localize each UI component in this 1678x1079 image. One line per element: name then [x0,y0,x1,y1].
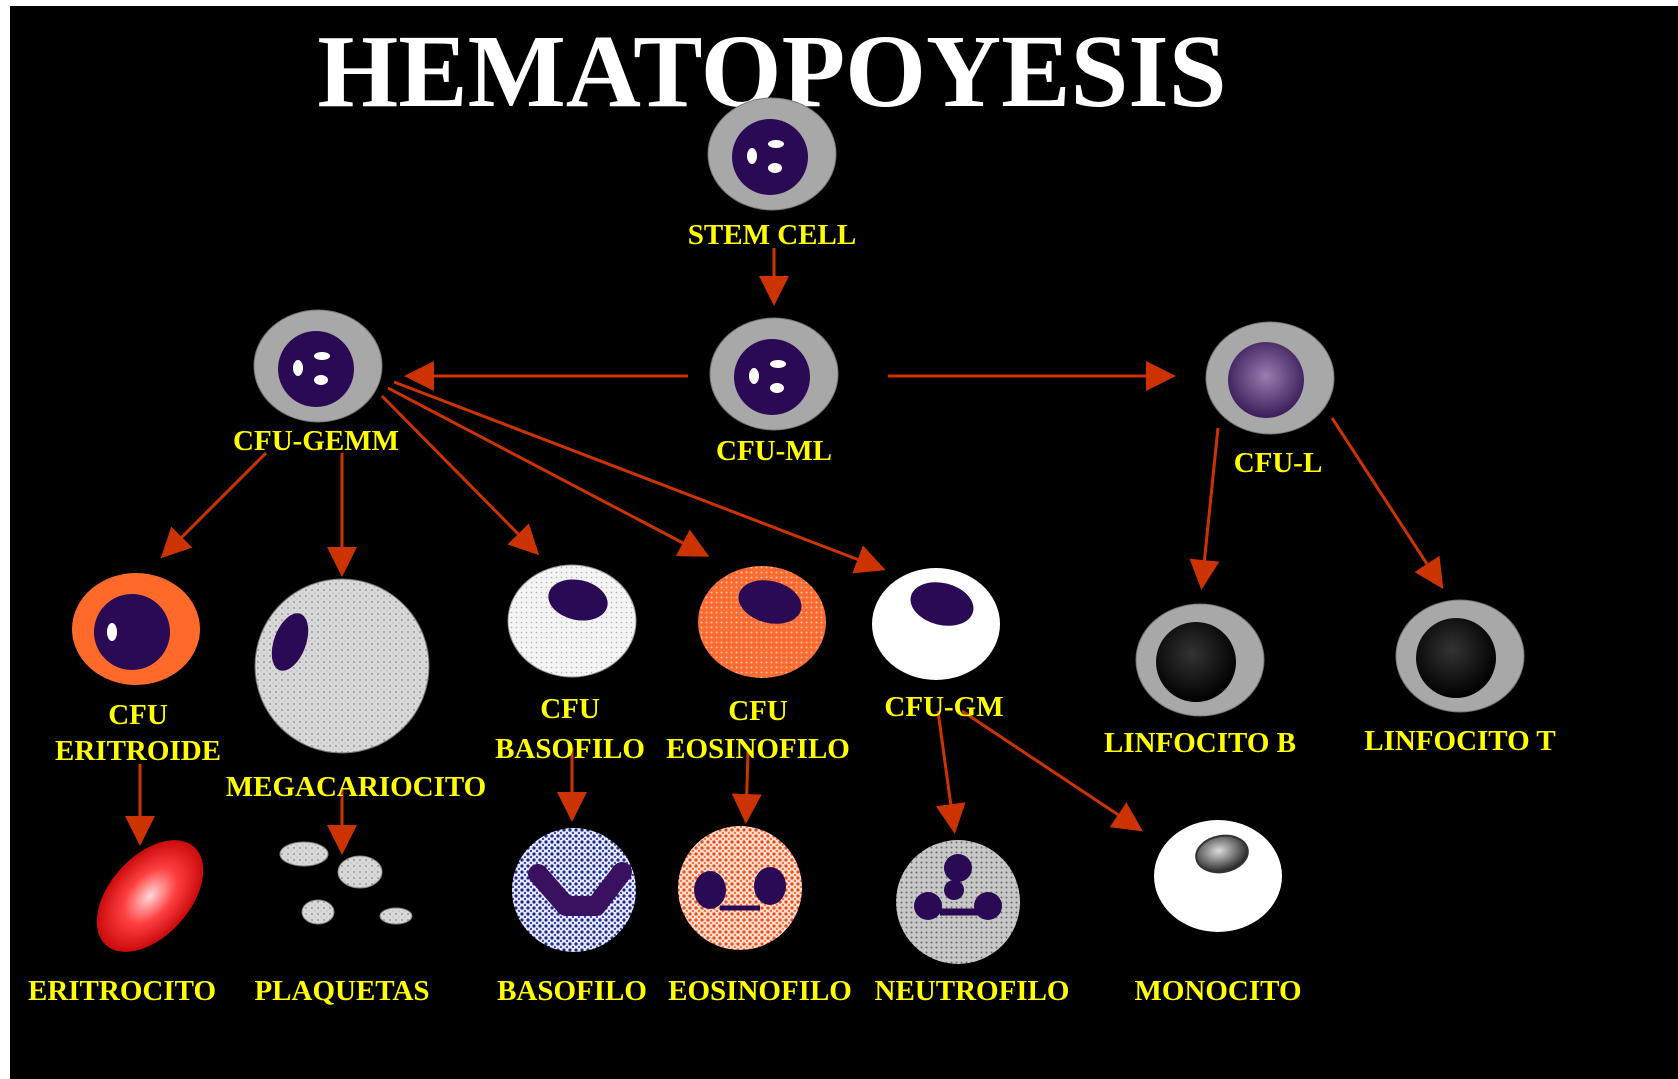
label-plaquetas: PLAQUETAS [254,975,429,1007]
cfu-eritroide-icon [72,573,200,685]
label-cfu-eosinofilo-2: EOSINOFILO [666,733,850,765]
arrow-gemm-to-basofilo [382,396,535,551]
label-linfocito-t: LINFOCITO T [1364,725,1556,757]
neutrofilo-icon [896,840,1020,964]
linfocito-t-icon [1396,600,1524,712]
label-cfu-gm: CFU-GM [884,691,1003,723]
arrow-gemm-to-eosinofilo [388,388,704,554]
eritrocito-icon [76,820,224,972]
label-basofilo: BASOFILO [497,975,647,1007]
arrow-cfu-l-to-linfocito-t [1332,418,1440,584]
label-cfu-eritroide-1: CFU [108,699,168,731]
label-neutrofilo: NEUTROFILO [875,975,1070,1007]
plaquetas-icon [280,842,412,924]
label-cfu-l: CFU-L [1234,447,1323,479]
cfu-gemm-icon [254,310,382,422]
stem-cell-icon [708,98,836,210]
label-cfu-eritroide-2: ERITROIDE [55,735,221,767]
monocito-icon [1154,820,1282,932]
label-megacariocito: MEGACARIOCITO [226,771,487,803]
megacariocito-icon [255,579,429,753]
label-eritrocito: ERITROCITO [28,975,216,1007]
cfu-ml-icon [710,318,838,430]
eosinofilo-icon [678,826,802,950]
label-eosinofilo: EOSINOFILO [668,975,852,1007]
basofilo-icon [512,828,636,952]
label-monocito: MONOCITO [1134,975,1301,1007]
cfu-l-icon [1206,322,1334,434]
cfu-basofilo-icon [508,565,636,677]
label-cfu-basofilo-1: CFU [540,693,600,725]
label-cfu-eosinofilo-1: CFU [728,695,788,727]
arrow-gemm-to-eritroide [165,453,266,554]
cfu-eosinofilo-icon [698,566,826,678]
label-stem-cell: STEM CELL [688,219,856,251]
label-cfu-basofilo-2: BASOFILO [495,733,645,765]
label-cfu-ml: CFU-ML [716,435,832,467]
cfu-gm-icon [872,568,1000,680]
diagram-canvas: HEMATOPOYESIS STEM CELL CFU-ML [10,6,1678,1079]
arrow-cfu-l-to-linfocito-b [1202,428,1218,584]
linfocito-b-icon [1136,604,1264,716]
arrow-cfu-gm-to-neutrofilo [938,711,954,828]
label-linfocito-b: LINFOCITO B [1104,727,1296,759]
label-cfu-gemm: CFU-GEMM [233,425,399,457]
hematopoiesis-diagram: HEMATOPOYESIS STEM CELL CFU-ML [10,6,1678,1079]
